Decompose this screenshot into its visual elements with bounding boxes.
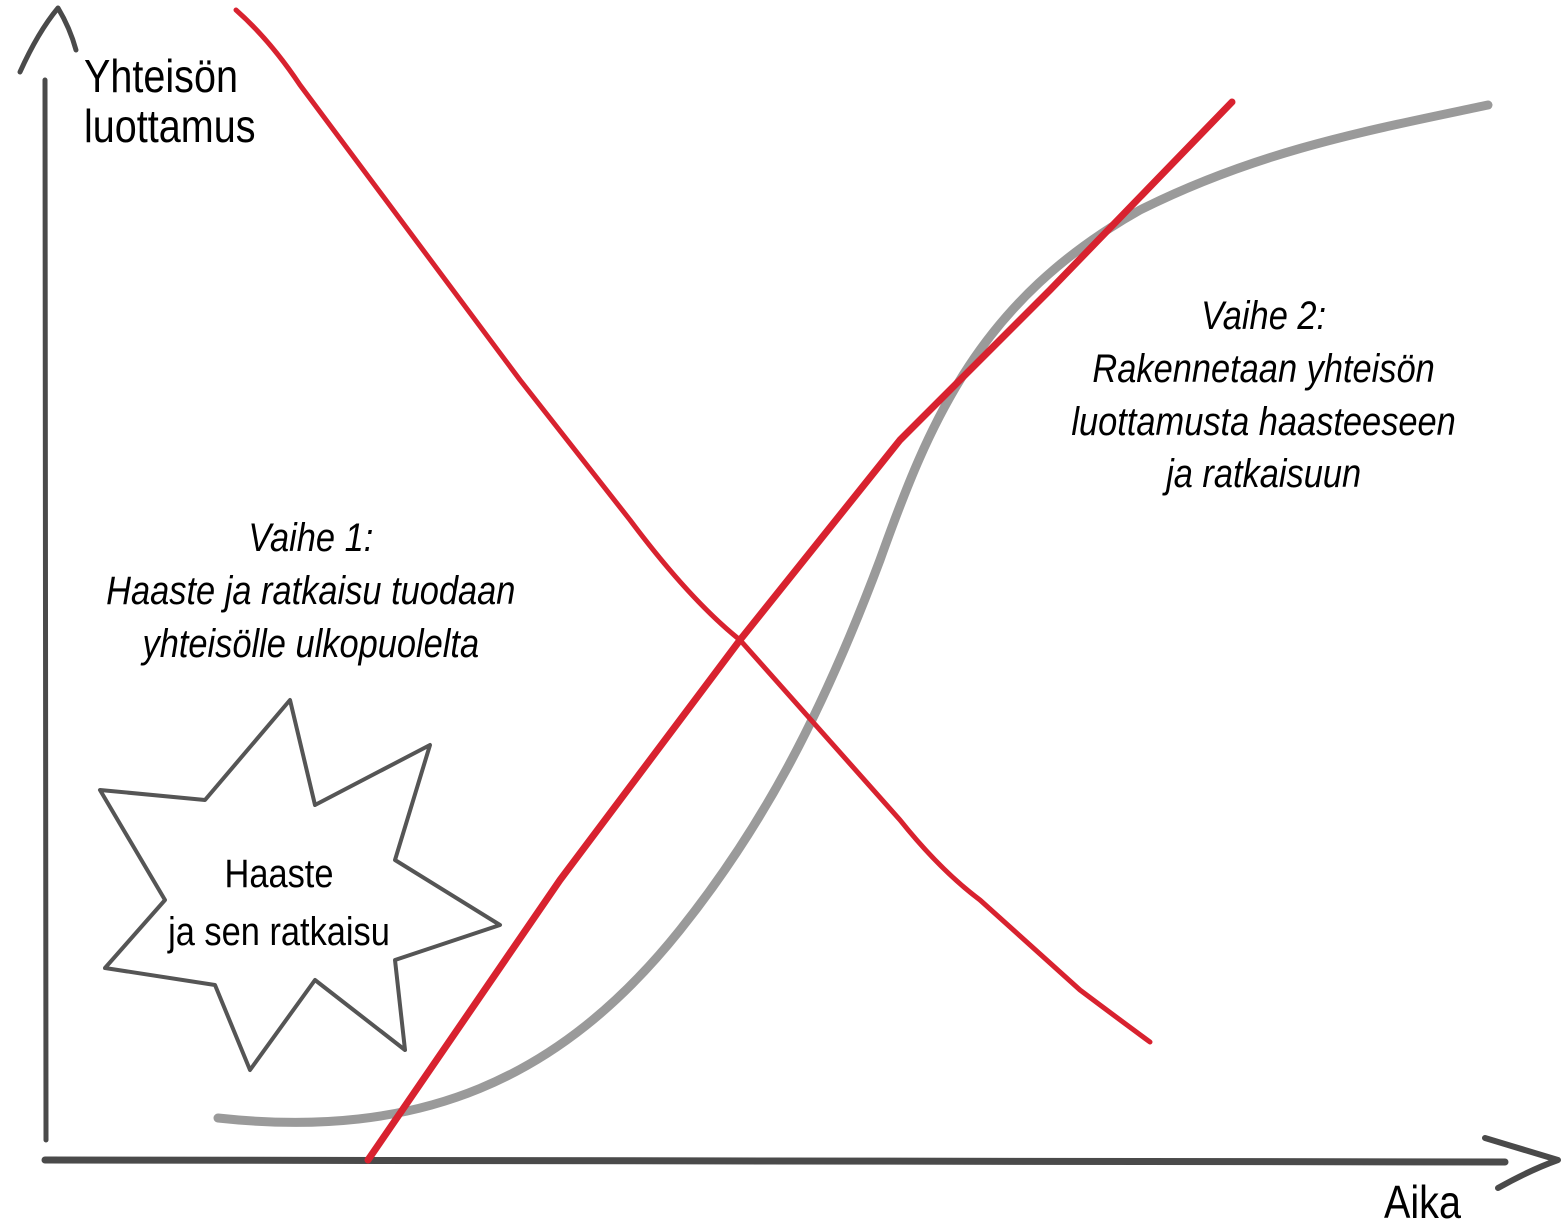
x-axis-label: Aika xyxy=(1384,1176,1461,1228)
red-cross-line-ascending xyxy=(364,98,1236,1164)
x-axis-label-text: Aika xyxy=(1384,1176,1461,1228)
x-axis-line xyxy=(41,1156,1509,1166)
x-axis-arrowhead xyxy=(1482,1135,1561,1191)
phase2-text-block: Vaihe 2: Rakennetaan yhteisön luottamust… xyxy=(1040,290,1487,501)
phase2-title: Vaihe 2: xyxy=(1201,294,1327,338)
phase1-text-block: Vaihe 1: Haaste ja ratkaisu tuodaan yhte… xyxy=(70,512,552,670)
phase2-line2: luottamusta haasteeseen xyxy=(1071,399,1456,444)
star-text-block: Haaste ja sen ratkaisu xyxy=(150,845,408,961)
y-axis-line xyxy=(42,77,49,1143)
y-axis-label-line1: Yhteisön xyxy=(84,50,238,102)
phase1-line2: yhteisölle ulkopuolelta xyxy=(142,621,480,666)
y-axis-arrowhead xyxy=(17,5,79,75)
phase1-line1: Haaste ja ratkaisu tuodaan xyxy=(106,568,516,613)
star-line2: ja sen ratkaisu xyxy=(168,910,390,954)
y-axis-label: Yhteisön luottamus xyxy=(84,50,256,152)
phase2-line3: ja ratkaisuun xyxy=(1166,452,1362,497)
challenge-star-shape xyxy=(98,698,502,1072)
trust-s-curve xyxy=(213,100,1493,1127)
phase1-title: Vaihe 1: xyxy=(248,516,374,560)
phase2-line1: Rakennetaan yhteisön xyxy=(1092,346,1435,391)
y-axis-label-line2: luottamus xyxy=(84,99,256,152)
star-line1: Haaste xyxy=(224,852,334,896)
